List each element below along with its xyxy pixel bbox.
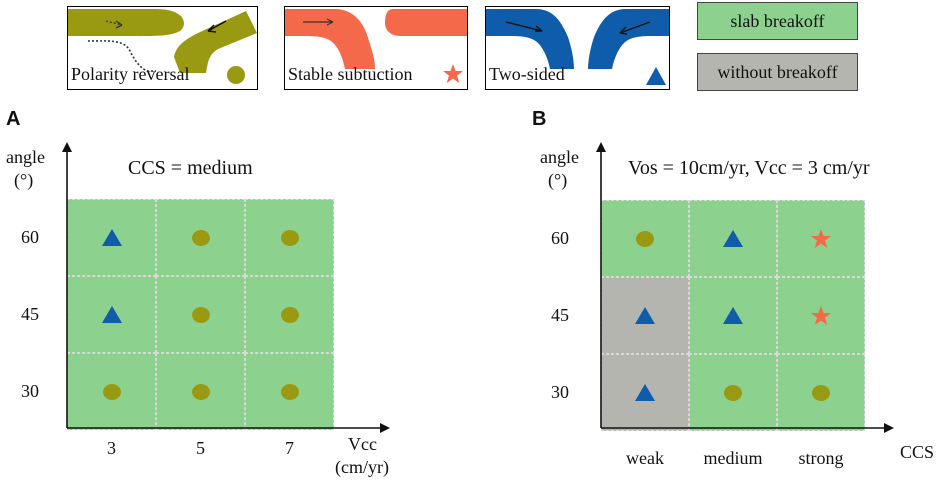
- panel-b-x-tick: medium: [703, 448, 763, 468]
- panel-a-y-tick: 30: [21, 380, 39, 401]
- panel-a-circle-icon-r1-c2: [280, 306, 299, 323]
- panel-b-circle-icon-r2-c2: [812, 384, 830, 401]
- stable-subduction-label: Stable subtuction: [288, 64, 413, 84]
- two-sided-label: Two-sided: [489, 64, 565, 84]
- triangle-icon: [646, 67, 666, 85]
- panel-a-y-label: angle: [6, 147, 45, 167]
- panel-a-y-tick: 45: [21, 303, 39, 324]
- panel-b-y-tick: 45: [551, 304, 569, 325]
- panel-b-triangle-icon-r2-c0: [635, 383, 655, 401]
- two-sided-sketch: [486, 9, 669, 69]
- panel-a-y-unit: (°): [14, 170, 34, 190]
- panel-a-circle-icon-r2-c2: [280, 383, 299, 400]
- panel-a-title: CCS = medium: [128, 157, 253, 179]
- panel-b-letter: B: [532, 108, 547, 130]
- panel-b-triangle-icon-r0-c1: [723, 229, 743, 247]
- slab-breakoff-label: slab breakoff: [730, 10, 825, 31]
- panel-b-cell-r0-c2: [777, 200, 865, 277]
- panel-b-x-tick: strong: [798, 448, 844, 468]
- polarity-reversal-sketch: [68, 9, 257, 73]
- panel-b-y-tick: 30: [551, 381, 569, 402]
- panel-b-triangle-icon-r1-c1: [723, 306, 743, 324]
- panel-a-circle-icon-r0-c2: [280, 229, 299, 246]
- panel-b-circle-icon-r2-c1: [724, 384, 742, 401]
- slab-breakoff-key: slab breakoff: [697, 2, 858, 40]
- panel-a-x-tick: 5: [196, 438, 205, 458]
- panel-b-star-icon-r0-c2: [811, 228, 831, 248]
- panel-b-title: Vos = 10cm/yr, Vcc = 3 cm/yr: [628, 157, 870, 179]
- panel-a-triangle-icon-r0-c0: [101, 228, 122, 246]
- panel-b-y-label: angle: [540, 147, 579, 167]
- panel-b-y-tick: 60: [551, 227, 569, 248]
- panel-a-x-tick: 7: [285, 438, 294, 458]
- without-breakoff-label: without breakoff: [717, 61, 838, 82]
- stable-subduction-sketch: [285, 9, 467, 69]
- panel-b-x-tick: weak: [626, 448, 664, 468]
- panel-b-circle-icon-r0-c0: [636, 230, 654, 247]
- panel-a-circle-icon-r2-c1: [191, 383, 210, 400]
- panel-a-circle-icon-r1-c1: [191, 306, 210, 323]
- panel-a-x-tick: 3: [107, 438, 116, 458]
- panel-b-star-icon-r1-c2: [811, 305, 831, 325]
- panel-a-circle-icon-r0-c1: [191, 229, 210, 246]
- polarity-reversal-label: Polarity reversal: [71, 64, 190, 84]
- circle-icon: [227, 66, 245, 84]
- panel-a-x-label: Vcc: [348, 434, 377, 454]
- legend-polarity-reversal: Polarity reversal: [67, 6, 258, 90]
- panel-a-y-tick: 60: [21, 226, 39, 247]
- without-breakoff-key: without breakoff: [697, 53, 858, 91]
- panel-b-y-unit: (°): [548, 170, 568, 190]
- legend-stable-subduction: Stable subtuction: [284, 6, 468, 90]
- panel-b-triangle-icon-r1-c0: [635, 306, 655, 324]
- panel-a-x-unit: (cm/yr): [335, 457, 389, 477]
- panel-b-x-label: CCS: [900, 442, 935, 462]
- panel-a-circle-icon-r2-c0: [102, 383, 121, 400]
- panel-a-letter: A: [6, 108, 21, 130]
- legend-two-sided: Two-sided: [485, 6, 670, 90]
- star-icon: [443, 64, 463, 83]
- panel-a-triangle-icon-r1-c0: [101, 305, 122, 323]
